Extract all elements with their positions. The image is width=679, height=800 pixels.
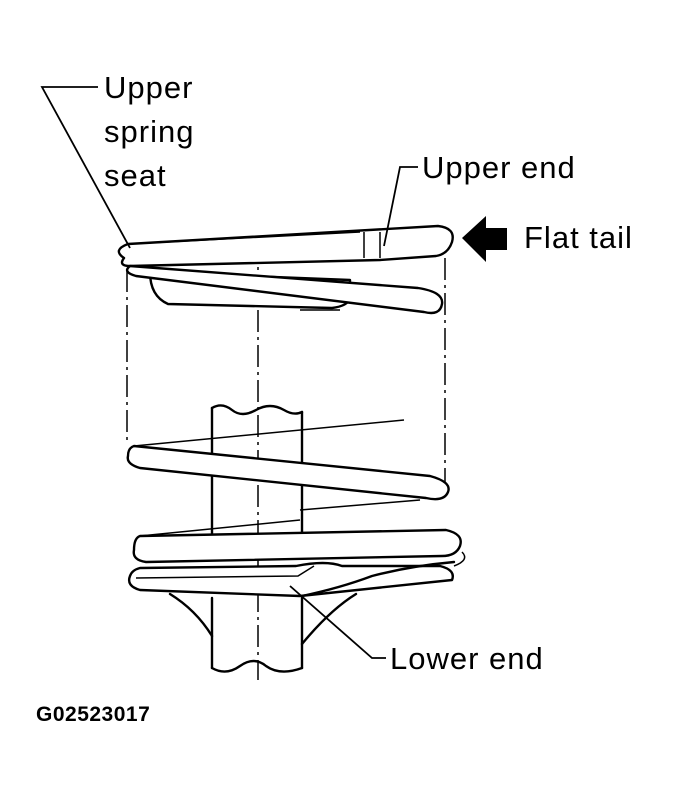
lower-end-label: Lower end xyxy=(390,641,544,676)
upper-coil xyxy=(117,224,454,315)
upper-spring-seat-label-line-1: Upper xyxy=(104,70,193,105)
upper-end-leader xyxy=(383,166,418,247)
middle-coil xyxy=(126,419,450,537)
upper-spring-seat-leader xyxy=(40,86,131,249)
figure-code: G02523017 xyxy=(36,703,150,726)
lower-spring-seat xyxy=(168,551,466,646)
shock-absorber-rod xyxy=(210,404,304,673)
arrow-left-icon xyxy=(462,216,507,262)
lower-coil xyxy=(127,528,462,598)
upper-spring-seat-label-line-2: spring xyxy=(104,114,194,149)
flat-tail-label: Flat tail xyxy=(524,220,633,255)
upper-spring-seat-label-line-3: seat xyxy=(104,158,167,193)
upper-end-label: Upper end xyxy=(422,150,576,185)
lower-end-leader xyxy=(289,585,386,659)
